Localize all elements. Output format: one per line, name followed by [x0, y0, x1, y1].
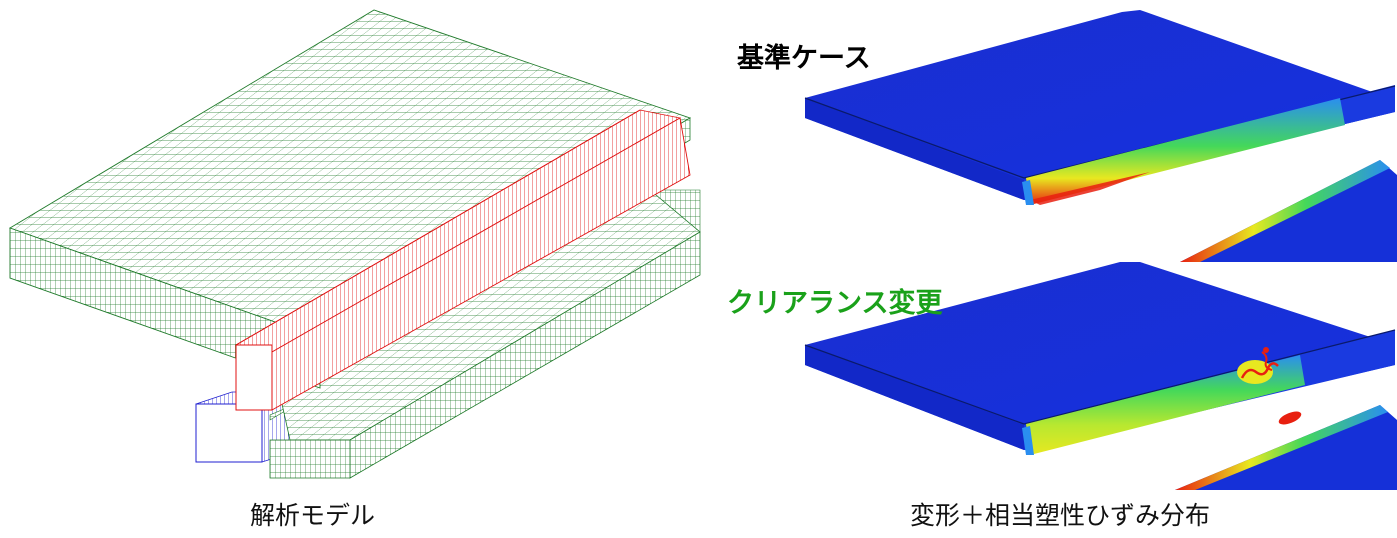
- base-case-label: 基準ケース: [737, 43, 871, 74]
- result-clearance-case: [804, 262, 1397, 490]
- clearance-case-label: クリアランス変更: [727, 288, 943, 319]
- crack-region: [1237, 347, 1279, 384]
- green-plate-lower: [269, 189, 701, 479]
- analysis-model-caption: 解析モデル: [250, 501, 376, 530]
- result-base-case: [804, 10, 1397, 262]
- analysis-model: [8, 9, 701, 479]
- red-punch-beam: [234, 109, 691, 411]
- deformation-strain-caption: 変形＋相当塑性ひずみ分布: [910, 501, 1211, 530]
